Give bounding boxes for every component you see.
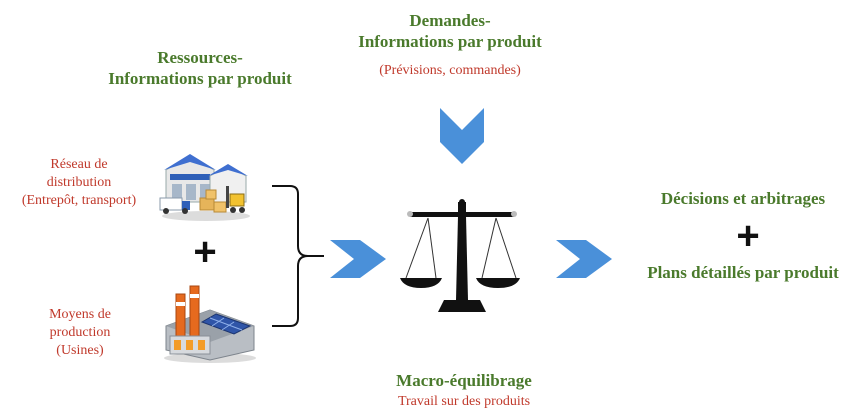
macro-subtitle: Travail sur des produits — [397, 394, 531, 409]
down-arrow-icon — [440, 108, 484, 164]
demandes-subtitle: (Prévisions, commandes) — [379, 63, 521, 78]
ressources-title-line1: Ressources- — [157, 48, 243, 67]
reseau-label: Réseau de distribution (Entrepôt, transp… — [0, 156, 158, 210]
reseau-line1: Réseau de — [50, 157, 108, 172]
demandes-title-line2: Informations par produit — [358, 32, 542, 51]
bracket-icon — [272, 185, 324, 327]
reseau-line3: (Entrepôt, transport) — [21, 193, 137, 208]
moyens-label: Moyens de production (Usines) — [20, 306, 140, 360]
output-line2: Plans détaillés par produit — [647, 263, 839, 282]
ressources-title: Ressources- Informations par produit — [80, 47, 320, 89]
reseau-line2: distribution — [46, 175, 112, 190]
moyens-line2: production — [49, 325, 111, 340]
moyens-line1: Moyens de — [49, 307, 111, 322]
plus-sign-right: + — [736, 214, 760, 258]
ressources-title-line2: Informations par produit — [108, 69, 292, 88]
balance-scale-icon — [389, 196, 533, 316]
demandes-title-line1: Demandes- — [409, 11, 491, 30]
factory-icon — [164, 285, 256, 363]
demandes-title: Demandes- Informations par produit — [330, 10, 570, 52]
warehouse-icon — [159, 154, 250, 221]
chevron-arrow-icon-1 — [330, 240, 386, 278]
macro-title: Macro-équilibrage — [396, 371, 532, 390]
moyens-line3: (Usines) — [56, 343, 104, 358]
plus-sign-left: + — [193, 230, 217, 274]
output-line1: Décisions et arbitrages — [660, 189, 826, 208]
chevron-arrow-icon-2 — [556, 240, 612, 278]
